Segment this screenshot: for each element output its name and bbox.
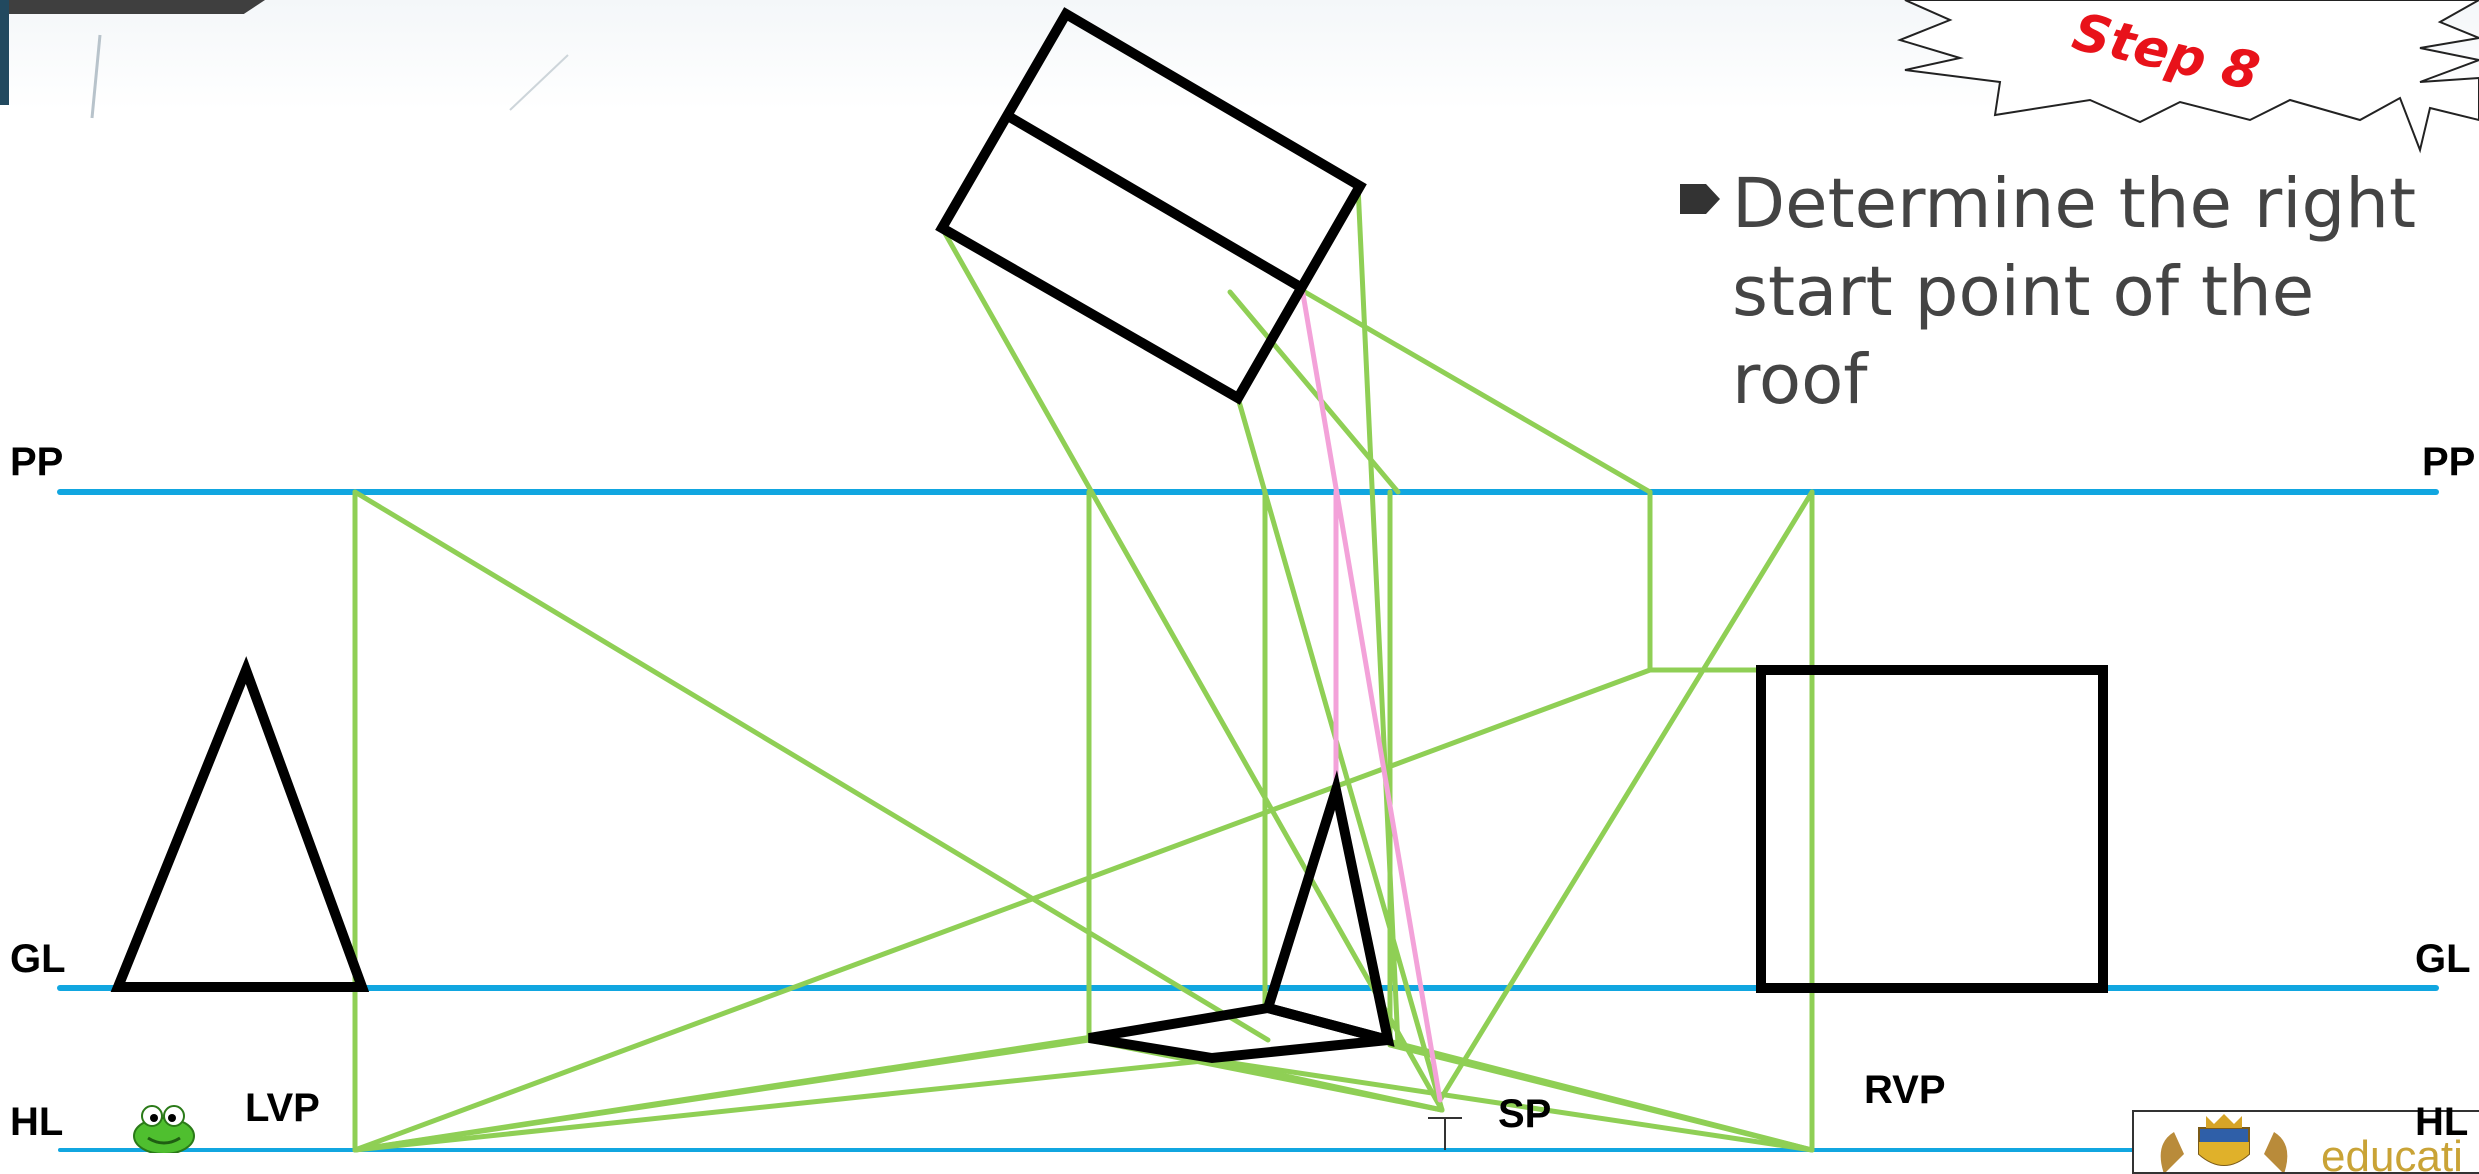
hl-label-right: HL (2415, 1100, 2469, 1144)
arrow-bullet-icon (1680, 184, 1720, 214)
slide-left-edge (0, 0, 9, 105)
instruction-line: roof (1732, 340, 1868, 420)
projector-line (1437, 489, 1815, 1103)
lvp-label: LVP (245, 1086, 320, 1130)
sp-label: SP (1498, 1092, 1552, 1136)
plan-view-rectangle (935, 7, 1367, 405)
instruction-bullet: Determine the right start point of the r… (1680, 160, 2470, 424)
projector-line (1209, 1057, 1815, 1153)
projector-line (1387, 1042, 1815, 1153)
decor-stroke (90, 34, 102, 119)
rvp-label: RVP (1864, 1068, 1946, 1112)
gl-label-right: GL (2415, 937, 2471, 981)
projector-line (352, 489, 1271, 1043)
gl-label-left: GL (10, 937, 66, 981)
plan-ridge-line (1005, 111, 1305, 293)
step-badge: Step 8 (1896, 0, 2479, 154)
right-elevation-square (1756, 665, 2108, 993)
instruction-line: Determine the right (1732, 164, 2417, 244)
perspective-base-outline (1088, 1002, 1390, 1064)
frog-mascot-icon (133, 1105, 195, 1153)
perspective-roof-triangle (1261, 770, 1395, 1047)
projector-line (352, 667, 1653, 1153)
coat-of-arms-icon (2160, 1114, 2288, 1172)
left-elevation-triangle (110, 656, 370, 992)
hl-label-left: HL (10, 1100, 64, 1144)
instruction-line: start point of the (1732, 252, 2315, 332)
highlight-projector (1299, 285, 1443, 1103)
instruction-text: Determine the right start point of the r… (1732, 160, 2416, 424)
projector-line (1227, 289, 1401, 495)
station-point-marker (1428, 1117, 1462, 1150)
decor-stroke (509, 54, 569, 111)
projector-line (939, 225, 1445, 1113)
projector-line (352, 1057, 1215, 1153)
slide-corner-tab (0, 0, 265, 14)
projector-line (1235, 395, 1445, 1113)
projector-line (1209, 1057, 1445, 1113)
starburst-shape (1896, 0, 2479, 154)
pp-label-right: PP (2422, 440, 2476, 484)
projector-line (1295, 285, 1653, 495)
pp-label-left: PP (10, 440, 64, 484)
